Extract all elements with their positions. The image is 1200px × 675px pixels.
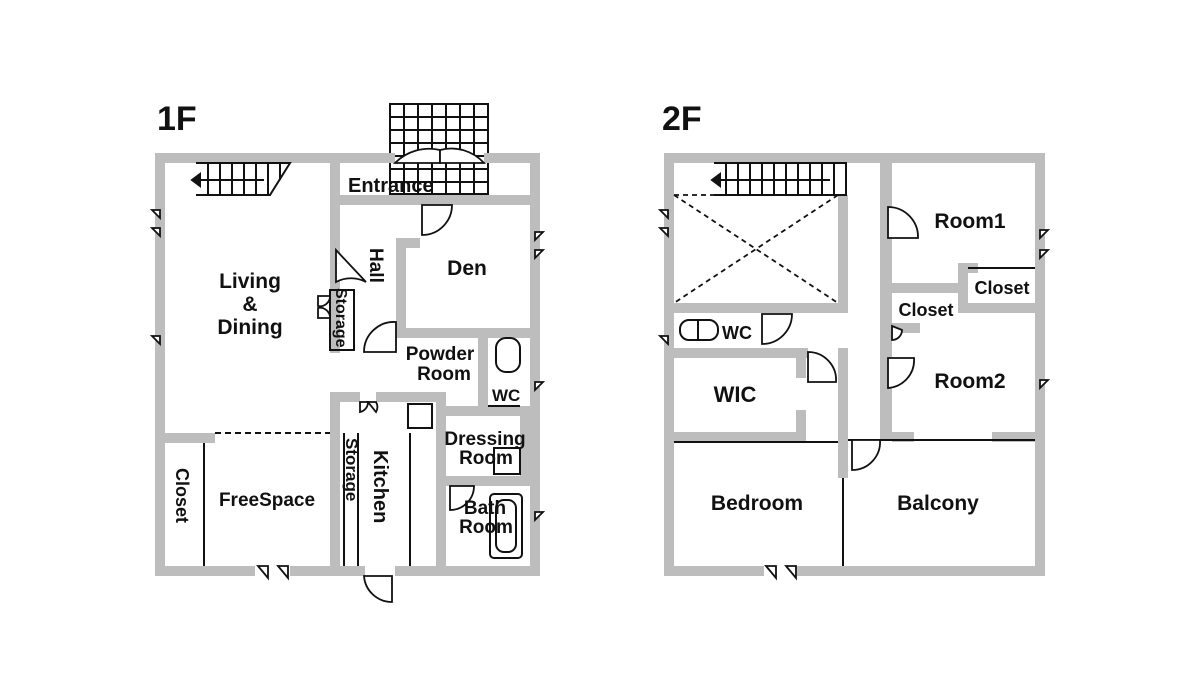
doors-2f [657, 206, 1051, 581]
stairs-1f [190, 162, 292, 196]
floor-title-1f: 1F [157, 100, 197, 138]
label-storage-hall: Storage [332, 288, 349, 348]
label-dressing-2: Room [459, 448, 513, 469]
label-bath-1: Bath [464, 498, 506, 519]
floor-1f: 1F [149, 100, 546, 603]
label-hall: Hall [365, 248, 386, 283]
label-entrance: Entrance [348, 175, 434, 197]
label-room1: Room1 [934, 210, 1005, 233]
floor-title-2f: 2F [662, 100, 702, 138]
label-kitchen: Kitchen [369, 450, 391, 523]
label-wic: WIC [714, 382, 757, 407]
label-freespace: FreeSpace [219, 490, 315, 511]
fixtures-1f [203, 289, 523, 566]
walls-1f [155, 153, 540, 576]
label-room2: Room2 [934, 370, 1005, 393]
floor-2f: 2F [657, 100, 1051, 581]
labels-2f: Room1 Closet Closet WC WIC Room2 Bedroom… [711, 210, 1030, 515]
stairs-2f [710, 162, 847, 196]
label-wc-2f: WC [722, 323, 752, 343]
label-balcony: Balcony [897, 492, 979, 515]
doors-1f [149, 147, 546, 603]
label-wc-1f: WC [492, 386, 520, 405]
label-closet-2f-a: Closet [974, 278, 1029, 298]
label-den: Den [447, 257, 487, 280]
label-living-2: & [242, 293, 257, 316]
label-storage-kitchen: Storage [342, 438, 361, 501]
label-living-1: Living [219, 270, 281, 293]
void-2f [673, 194, 839, 304]
labels-1f: Entrance Living & Dining Hall Storage De… [172, 175, 526, 538]
label-living-3: Dining [217, 316, 282, 339]
walls-2f [664, 153, 1045, 576]
label-closet-2f-b: Closet [898, 300, 953, 320]
label-bath-2: Room [459, 517, 513, 538]
label-closet-1f: Closet [172, 468, 192, 523]
label-powder-2: Room [417, 364, 471, 385]
label-bedroom: Bedroom [711, 492, 803, 515]
label-powder-1: Powder [406, 344, 475, 365]
label-dressing-1: Dressing [444, 429, 525, 450]
